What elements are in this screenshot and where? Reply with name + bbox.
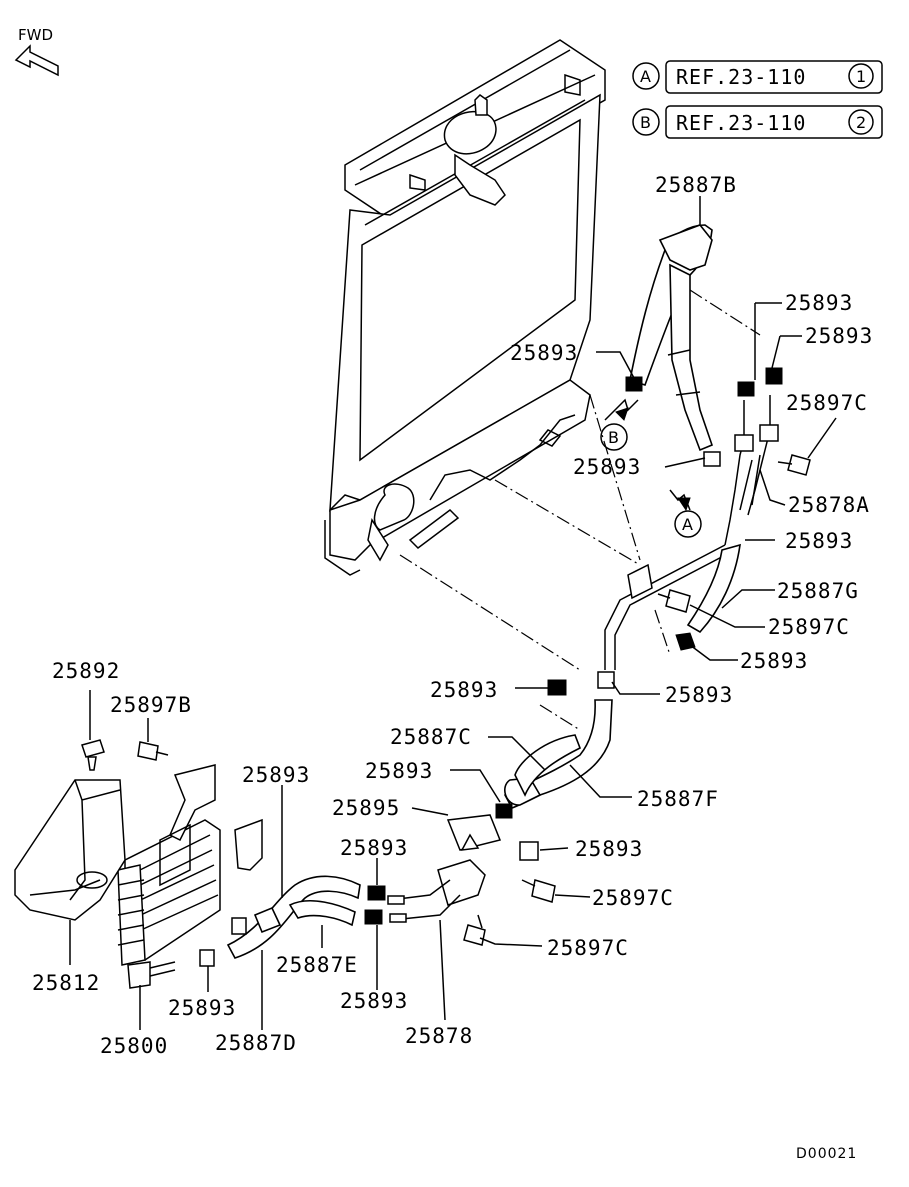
clip-25892 <box>81 739 105 771</box>
reference-a: A REF.23-110 1 <box>632 60 883 94</box>
reference-a-num: 1 <box>856 67 866 86</box>
clamp-icon <box>364 909 383 925</box>
callout-25893: 25893 <box>510 341 578 365</box>
callout-25893: 25893 <box>805 324 873 348</box>
callout-25887f: 25887F <box>637 787 719 811</box>
callout-25887b: 25887B <box>655 173 737 197</box>
pipe-25878 <box>387 859 486 946</box>
clamp-icon <box>597 671 615 689</box>
callout-25897c: 25897C <box>768 615 850 639</box>
fwd-arrow-icon: FWD <box>14 26 59 77</box>
cover-25812 <box>14 779 126 921</box>
bolts <box>657 454 811 651</box>
clamp-icon <box>703 451 721 467</box>
bolt-25897b <box>137 741 169 761</box>
callout-25897c: 25897C <box>592 886 674 910</box>
reference-a-text: REF.23-110 <box>676 65 806 89</box>
marker-b-text: B <box>608 428 619 447</box>
callout-25893: 25893 <box>168 996 236 1020</box>
callout-25893: 25893 <box>573 455 641 479</box>
callout-25893: 25893 <box>242 763 310 787</box>
callout-25893: 25893 <box>785 529 853 553</box>
callout-25893: 25893 <box>740 649 808 673</box>
callout-25893: 25893 <box>665 683 733 707</box>
clamp-icon <box>199 949 215 967</box>
clamp-icon <box>231 917 247 935</box>
callout-25893: 25893 <box>575 837 643 861</box>
hose-25887g <box>686 543 741 634</box>
clamp-icon <box>495 803 513 819</box>
callouts: 25887B 25893 25893 25893 25897C 25893 25… <box>32 173 873 1058</box>
fwd-label: FWD <box>18 26 53 44</box>
hose-25887b <box>629 224 713 452</box>
bolt-icon <box>531 879 556 903</box>
callout-25887e: 25887E <box>276 953 358 977</box>
marker-b: B <box>600 398 639 451</box>
callout-25878a: 25878A <box>788 493 870 517</box>
clamp-icon <box>737 381 755 397</box>
pipe-25878a <box>604 395 779 670</box>
reference-b-num: 2 <box>856 113 866 132</box>
callout-25892: 25892 <box>52 659 120 683</box>
clamp-icon <box>519 841 539 861</box>
reference-b-circle: B <box>640 113 651 132</box>
marker-a-text: A <box>682 515 693 534</box>
dash-lines <box>399 289 761 731</box>
callout-25800: 25800 <box>100 1034 168 1058</box>
clamp-icon <box>625 376 643 392</box>
callout-25895: 25895 <box>332 796 400 820</box>
clamp-icon <box>367 885 386 901</box>
clamp-icon <box>547 679 567 696</box>
bolt-icon <box>787 454 811 476</box>
reference-a-circle: A <box>640 67 651 86</box>
bracket-25895 <box>446 814 556 903</box>
callout-25812: 25812 <box>32 971 100 995</box>
callout-25893: 25893 <box>430 678 498 702</box>
callout-25893: 25893 <box>340 989 408 1013</box>
callout-25897c: 25897C <box>786 391 868 415</box>
callout-25897c: 25897C <box>547 936 629 960</box>
hoses-mid <box>495 671 615 819</box>
oil-cooler-25800 <box>117 764 263 989</box>
callout-25897b: 25897B <box>110 693 192 717</box>
diagram-code: D00021 <box>796 1146 857 1162</box>
callout-25893: 25893 <box>785 291 853 315</box>
callout-25893: 25893 <box>365 759 433 783</box>
marker-a: A <box>669 489 702 538</box>
reference-b-text: REF.23-110 <box>676 111 806 135</box>
clamp-icon <box>765 367 783 385</box>
clamps-upper <box>625 367 783 467</box>
callout-25887c: 25887C <box>390 725 472 749</box>
reference-b: B REF.23-110 2 <box>632 105 883 139</box>
hoses-lower <box>199 875 386 967</box>
bolt-icon <box>665 589 691 613</box>
callout-25887g: 25887G <box>777 579 859 603</box>
radiator <box>324 39 606 576</box>
callout-25878: 25878 <box>405 1024 473 1048</box>
bolt-icon <box>463 924 486 946</box>
callout-25893: 25893 <box>340 836 408 860</box>
callout-25887d: 25887D <box>215 1031 297 1055</box>
leader-lines <box>69 196 837 1030</box>
